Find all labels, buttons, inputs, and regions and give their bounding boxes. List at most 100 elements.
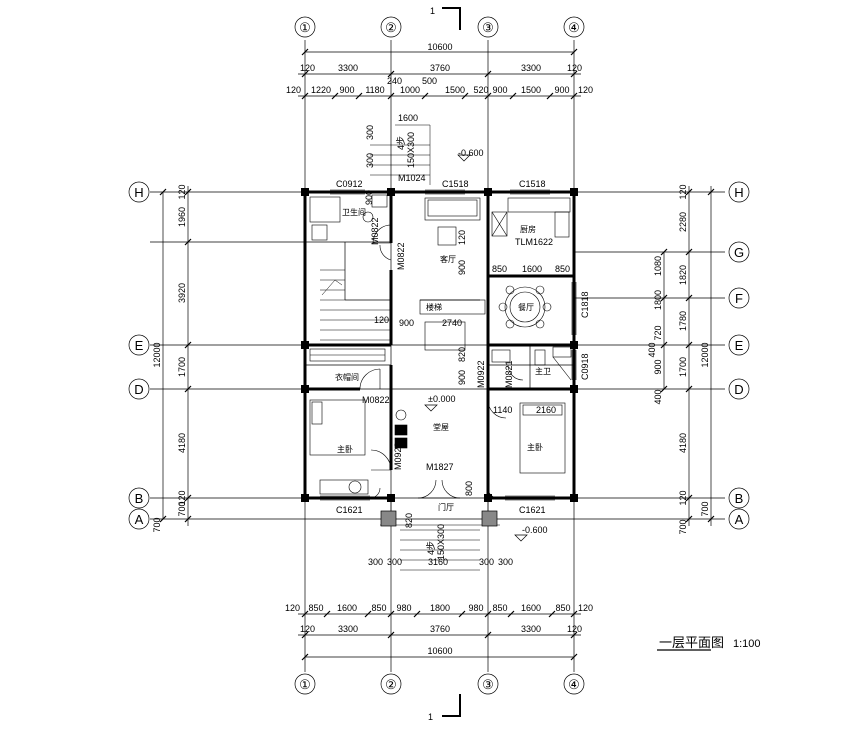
room-label-master-bed-left: 主卧 xyxy=(337,444,353,454)
left-segment-dim: 1700 xyxy=(177,357,187,377)
right-outer-dim: 1780 xyxy=(678,311,688,331)
interior-dim: 4步 xyxy=(426,541,436,555)
room-label-master-bed-right: 主卧 xyxy=(527,442,543,452)
axis-label-col-3-bottom: ③ xyxy=(482,677,494,692)
axis-label-col-1-top: ① xyxy=(299,20,311,35)
top-detail-dim: 120 xyxy=(578,85,593,95)
interior-dim: 850 xyxy=(555,264,570,274)
right-outer-dim: 700 xyxy=(678,519,688,534)
level-hall: ±0.000 xyxy=(428,394,455,404)
code-m0922a: M0922 xyxy=(476,360,486,388)
axis-label-row-E-right: E xyxy=(735,338,744,353)
left-segment-dim: 120 xyxy=(177,490,187,505)
interior-dim: 120 xyxy=(457,230,467,245)
top-axis-dim: 3300 xyxy=(521,63,541,73)
bottom-detail-dim: 850 xyxy=(371,603,386,613)
section-mark-bottom: 1 xyxy=(428,712,433,722)
bottom-detail-dim: 120 xyxy=(285,603,300,613)
bottom-detail-dim: 980 xyxy=(396,603,411,613)
axis-label-row-H-left: H xyxy=(134,185,143,200)
code-m1024: M1024 xyxy=(398,173,426,183)
left-overall-dim: 12000 xyxy=(152,342,162,367)
interior-dim: 150X300 xyxy=(436,524,446,560)
top-detail-dim: 120 xyxy=(286,85,301,95)
top-axis-dim: 3300 xyxy=(338,63,358,73)
bottom-axis-dim: 3300 xyxy=(338,624,358,634)
bottom-detail-dim: 850 xyxy=(492,603,507,613)
interior-dim: 2160 xyxy=(536,405,556,415)
bottom-axis-dim: 3760 xyxy=(430,624,450,634)
code-c1621b: C1621 xyxy=(519,505,546,515)
axis-label-row-H-right: H xyxy=(734,185,743,200)
interior-dim: 1600 xyxy=(522,264,542,274)
right-inner-dim: 720 xyxy=(653,325,663,340)
right-outer-dim: 120 xyxy=(678,184,688,199)
bottom-detail-dim: 120 xyxy=(578,603,593,613)
top-detail-dim: 520 xyxy=(473,85,488,95)
interior-dim: 900 xyxy=(399,318,414,328)
room-label-porch: 门厅 xyxy=(438,502,454,512)
left-segment-dim: 700 xyxy=(152,517,162,532)
code-c0918: C0918 xyxy=(580,353,590,380)
interior-dim: 300 xyxy=(479,557,494,567)
room-label-kitchen: 厨房 xyxy=(520,224,536,234)
level-bottom: -0.600 xyxy=(522,525,548,535)
top-detail-dim: 900 xyxy=(554,85,569,95)
interior-dim: 900 xyxy=(457,260,467,275)
room-label-wardrobe: 衣帽间 xyxy=(335,372,359,382)
top-detail-dim: 900 xyxy=(492,85,507,95)
right-outer-dim: 4180 xyxy=(678,433,688,453)
code-m1827: M1827 xyxy=(426,462,454,472)
right-outer-dim: 120 xyxy=(678,490,688,505)
bottom-detail-dim: 980 xyxy=(468,603,483,613)
interior-dim: 300 xyxy=(365,125,375,140)
level-top: -0.600 xyxy=(458,148,484,158)
section-mark-top: 1 xyxy=(430,6,435,16)
right-outer-dim: 700 xyxy=(700,501,710,516)
interior-dim: 3160 xyxy=(428,557,448,567)
axis-label-row-B-right: B xyxy=(735,491,744,506)
code-c1621a: C1621 xyxy=(336,505,363,515)
interior-dim: 300 xyxy=(368,557,383,567)
interior-dim: 150X300 xyxy=(406,132,416,168)
interior-dim: 900 xyxy=(457,370,467,385)
room-label-living: 客厅 xyxy=(440,254,456,264)
bottom-detail-dim: 850 xyxy=(308,603,323,613)
left-segment-dim: 4180 xyxy=(177,433,187,453)
interior-dim: 120 xyxy=(374,315,389,325)
bottom-axis-dim: 120 xyxy=(567,624,582,634)
top-detail-dim: 1000 xyxy=(400,85,420,95)
top-detail-dim: 1500 xyxy=(445,85,465,95)
axis-label-row-A-left: A xyxy=(135,512,144,527)
axis-label-row-D-left: D xyxy=(134,382,143,397)
bottom-overall-dim: 10600 xyxy=(427,646,452,656)
top-detail-dim: 1220 xyxy=(311,85,331,95)
axis-label-col-2-bottom: ② xyxy=(385,677,397,692)
room-label-dining: 餐厅 xyxy=(518,303,534,312)
top-overall-dim: 10600 xyxy=(427,42,452,52)
axis-label-row-F-right: F xyxy=(735,291,743,306)
left-segment-dim: 700 xyxy=(177,501,187,516)
code-c1518b: C1518 xyxy=(519,179,546,189)
interior-dim: 300 xyxy=(365,153,375,168)
axis-label-row-A-right: A xyxy=(735,512,744,527)
right-inner-dim: 1800 xyxy=(653,290,663,310)
room-label-stair: 楼梯 xyxy=(426,302,442,312)
right-overall-dim: 12000 xyxy=(700,342,710,367)
interior-dim: 1140 xyxy=(493,405,512,415)
axis-label-row-G-right: G xyxy=(734,245,744,260)
right-inner-dim: 900 xyxy=(653,359,663,374)
code-m0822a: M0822 xyxy=(370,217,380,245)
bottom-axis-dim: 120 xyxy=(300,624,315,634)
room-label-bathroom: 卫生间 xyxy=(342,207,366,217)
interior-dim: 850 xyxy=(492,264,507,274)
interior-dim: 4步 xyxy=(396,136,406,150)
right-outer-dim: 1820 xyxy=(678,265,688,285)
code-c1818: C1818 xyxy=(580,291,590,318)
right-inner-dim: 400 xyxy=(653,389,663,404)
left-segment-dim: 120 xyxy=(177,184,187,199)
bottom-detail-dim: 1600 xyxy=(337,603,357,613)
right-outer-dim: 2280 xyxy=(678,212,688,232)
axis-label-row-D-right: D xyxy=(734,382,743,397)
